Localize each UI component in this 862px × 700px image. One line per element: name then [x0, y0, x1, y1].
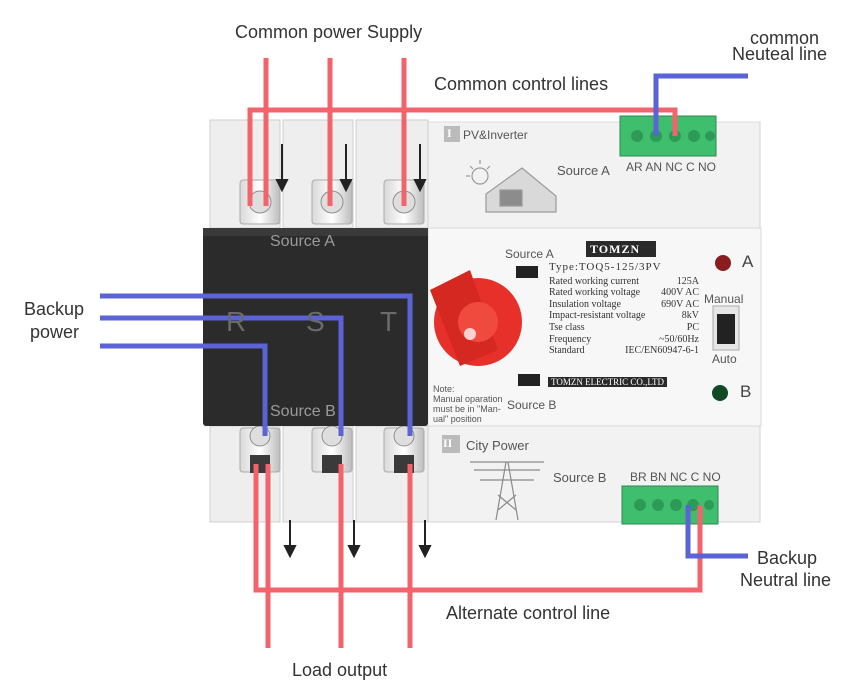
blue-wires [100, 73, 748, 559]
top-control-terminal-block [619, 115, 717, 157]
source-b-window [518, 374, 540, 386]
backup-neutral-label-1: Backup [757, 548, 818, 568]
bottom-terminal-labels: BR BN NC C NO [630, 470, 721, 484]
top-source-label: Source A [557, 163, 610, 178]
top-section-icon [444, 126, 460, 142]
indicator-b-led [712, 385, 728, 401]
backup-neutral-label-2: Neutral line [740, 570, 832, 590]
manual-auto-switch[interactable] [712, 305, 740, 351]
manual-knob[interactable] [430, 270, 522, 366]
common-neutral-label-1: common [750, 28, 820, 48]
bottom-screw-terminals [239, 425, 425, 473]
indicator-a-led [715, 255, 731, 271]
top-terminal-labels: AR AN NC C NO [626, 160, 717, 174]
note-line: Manual oparation [433, 394, 503, 404]
manual-operation-note: Note: Manual oparation must be in "Man- … [433, 384, 505, 424]
bottom-section-icon [442, 435, 460, 453]
spec-type: Type:TOQ5-125/3PV [549, 261, 662, 273]
window-a-label: Source A [505, 247, 554, 261]
common-supply-label: Common power Supply [235, 22, 423, 42]
indicator-b-label: B [740, 382, 752, 401]
brand-text: TOMZN [590, 242, 641, 256]
flow-arrows [275, 144, 432, 559]
black-breaker-cover [203, 228, 428, 426]
black-source-a-text: Source A [270, 233, 335, 250]
bottom-control-terminal-block [621, 485, 719, 525]
switch-auto-label: Auto [712, 352, 737, 366]
spec-row: Frequency~50/60Hz [549, 333, 699, 345]
brand-plate [586, 241, 656, 257]
backup-power-label-1: Backup [24, 299, 85, 319]
red-wires [247, 58, 703, 648]
power-pylon-icon [470, 461, 544, 521]
phase-r-text: R [226, 306, 247, 337]
phase-s-text: S [306, 306, 325, 337]
note-line: ual" position [433, 414, 482, 424]
alternate-control-label: Alternate control line [446, 603, 611, 623]
bottom-source-label: Source B [553, 470, 607, 485]
common-neutral-label-2: Neuteal line [732, 44, 828, 64]
common-control-label: Common control lines [434, 74, 609, 94]
backup-power-label-2: power [30, 322, 80, 342]
solar-house-icon [466, 160, 557, 213]
company-name: TOMZN ELECTRIC CO.,LTD [548, 377, 668, 387]
phase-t-text: T [380, 306, 398, 337]
black-source-b-text: Source B [270, 403, 336, 420]
load-output-label: Load output [292, 660, 388, 680]
bottom-section-name: City Power [466, 438, 529, 453]
note-line: must be in "Man- [433, 404, 501, 414]
switch-manual-label: Manual [704, 292, 744, 306]
note-line: Note: [433, 384, 455, 394]
window-b-label: Source B [507, 398, 557, 412]
indicator-a-label: A [742, 252, 754, 271]
source-a-window [516, 266, 538, 278]
top-section-number: I [447, 126, 452, 140]
bottom-section-number: II [443, 436, 453, 450]
top-section-name: PV&Inverter [463, 128, 528, 142]
